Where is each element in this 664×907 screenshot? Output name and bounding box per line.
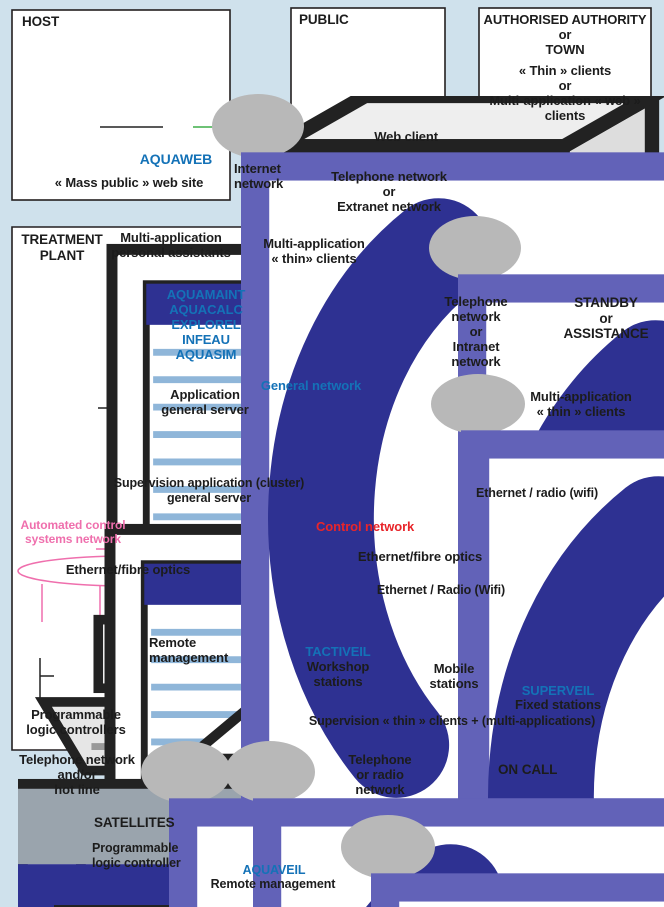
authority-title: AUTHORISED AUTHORITY or TOWN (483, 12, 647, 58)
internet-phone-node (212, 94, 664, 816)
satellites-plc-label: Programmable logic controller (92, 841, 181, 870)
host-title: HOST (22, 14, 60, 29)
aquaweb-label: AQUAWEB (139, 151, 213, 167)
mobile-stations-label: Mobile stations (429, 661, 479, 692)
intranet-phone-node (431, 374, 664, 907)
host-caption: « Mass public » web site (54, 175, 204, 190)
control-network-label: Control network (316, 519, 415, 534)
tactiveil-label: TACTIVEIL (305, 644, 371, 659)
standby-caption: Multi-application « thin » clients (530, 389, 632, 420)
hotline-phone-node-1 (141, 741, 664, 907)
standby-title: STANDBY or ASSISTANCE (563, 295, 649, 342)
workshop-label: Workshop stations (306, 659, 370, 690)
public-title: PUBLIC (299, 12, 349, 27)
treatment-title: TREATMENT PLANT (21, 232, 103, 263)
telephone-intranet-label: Telephone network or Intranet network (444, 294, 508, 370)
aquaveil-label: AQUAVEIL (242, 863, 306, 877)
superveil-label: SUPERVEIL (521, 683, 595, 698)
telephone-hotline-label: Telephone network and/or hot line (19, 752, 135, 798)
host-box (11, 9, 231, 201)
satellites-title: SATELLITES (94, 815, 175, 830)
ethernet-radio-top-label: Ethernet / radio (wifi) (476, 486, 599, 500)
web-client-label: Web client (374, 129, 438, 144)
multiapp-pda-label: Multi-application personal assistants (111, 230, 231, 261)
extranet-phone-node (429, 216, 664, 907)
authority-subtitle: « Thin » clients or Multi-application « … (489, 63, 641, 124)
supervision-server-label: Supervision application (cluster) genera… (113, 476, 305, 505)
satellites-remote-label: Remote management (210, 877, 336, 891)
app-server-label: Application general server (161, 387, 249, 418)
fixed-stations-label: Fixed stations (514, 697, 601, 712)
ethernet-radio-mid-label: Ethernet / Radio (Wifi) (376, 583, 506, 597)
phone-icon (385, 887, 664, 907)
multiapp-thin-label: Multi-application « thin» clients (263, 236, 365, 267)
telephone-radio-label: Telephone or radio network (348, 752, 412, 798)
telephone-extranet-label: Telephone network or Extranet network (331, 169, 447, 215)
internet-network-label: Internet network (234, 161, 284, 192)
remote-mgmt-label: Remote management (149, 635, 229, 666)
general-network-label: General network (260, 378, 362, 393)
hotline-phone-node-2 (225, 741, 664, 907)
ethernet-fibre-right-label: Ethernet/fibre optics (357, 549, 483, 564)
oncall-title: ON CALL (498, 762, 558, 777)
ethernet-fibre-left-label: Ethernet/fibre optics (65, 562, 191, 577)
supervision-thin-label: Supervision « thin » clients + (multi-ap… (308, 714, 596, 728)
telradio-phone-node (341, 815, 664, 907)
plcs-label: Programmable logic controllers (26, 707, 126, 738)
automated-control-label: Automated control systems network (20, 518, 126, 546)
products-list: AQUAMAINT AQUACALC EXPLOREL INFEAU AQUAS… (166, 287, 246, 363)
